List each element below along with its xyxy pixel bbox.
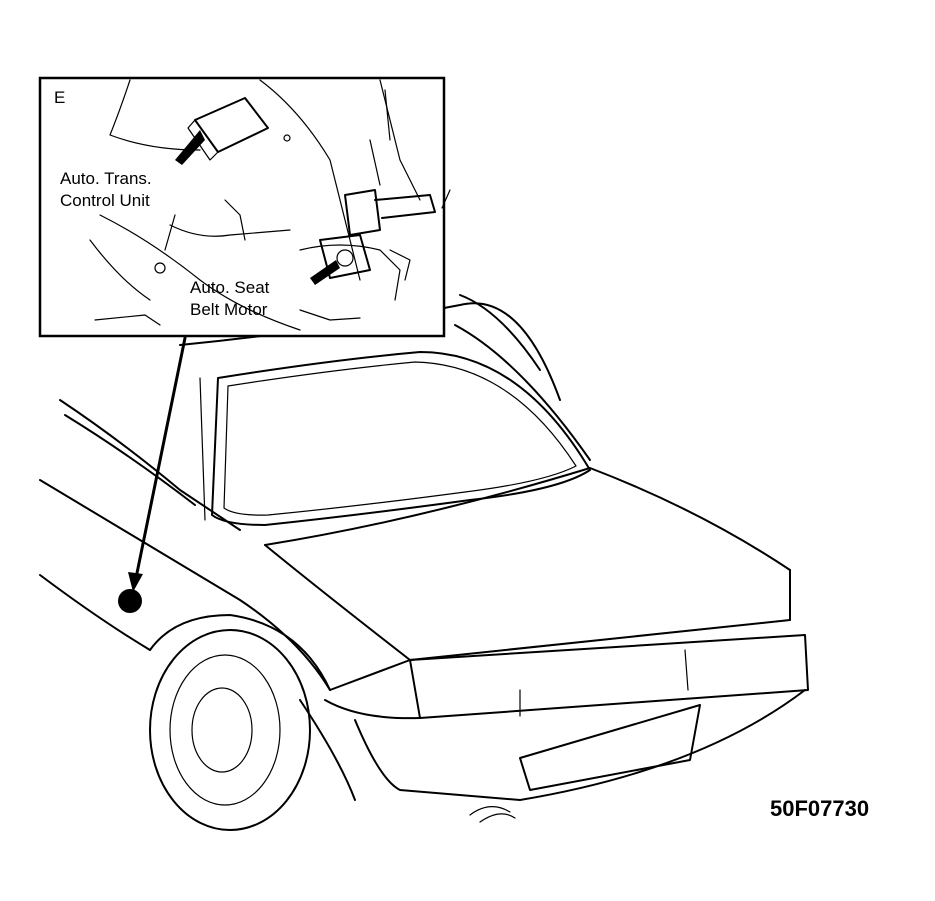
callout-auto-seat-belt-motor: Auto. Seat Belt Motor [190,278,274,319]
callout-line: Control Unit [60,191,150,210]
callout-line: Auto. Seat [190,278,270,297]
inset-detail-view: E Auto. Trans. Control Unit Auto. Seat B… [38,76,451,338]
callout-line: Belt Motor [190,300,268,319]
inset-interior-sketch [89,79,451,331]
callout-line: Auto. Trans. [60,169,152,188]
view-letter: E [54,88,65,107]
car-rear-view-illustration [39,294,809,831]
leader-arrow [128,336,187,592]
callout-auto-trans-control-unit: Auto. Trans. Control Unit [60,169,156,210]
component-location-marker [118,589,142,613]
figure-code: 50F07730 [770,796,869,821]
